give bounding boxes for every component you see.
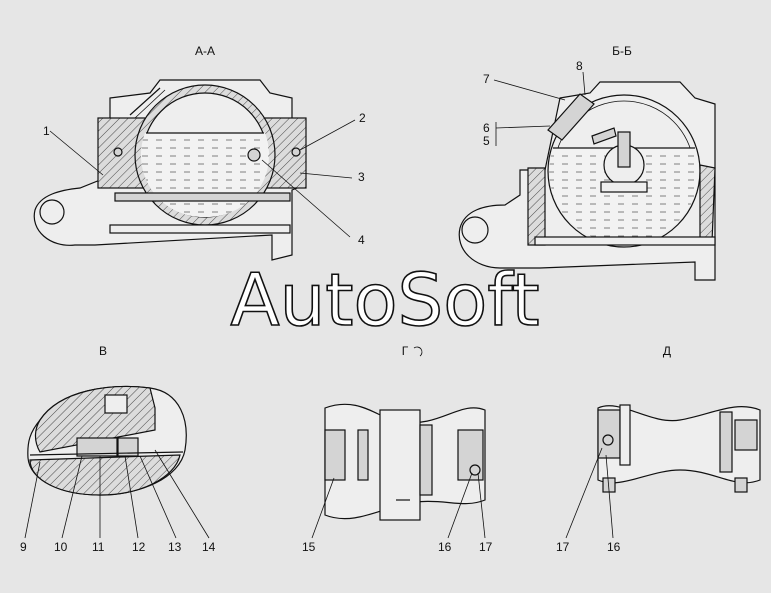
callout-15: 15 — [302, 540, 316, 554]
strap-aa — [129, 87, 161, 116]
view-title-v: В — [99, 344, 107, 358]
seal-v — [76, 437, 118, 457]
callout-1: 1 — [43, 124, 50, 138]
section-bb: Б-Б 7 8 6 5 — [458, 44, 716, 281]
callout-13: 13 — [168, 540, 182, 554]
callout-5: 5 — [483, 134, 490, 148]
mount-hole-bb — [461, 216, 489, 244]
detail-g: Г 15 16 17 — [302, 344, 493, 554]
callout-7: 7 — [483, 72, 490, 86]
view-title-d: Д — [663, 344, 671, 358]
watermark: AutoSoft — [230, 258, 539, 342]
callout-17-g: 17 — [479, 540, 493, 554]
view-title-bb: Б-Б — [612, 44, 632, 58]
detail-v: В 9 10 11 12 13 14 — [20, 344, 216, 554]
callout-17-d: 17 — [556, 540, 570, 554]
callout-9: 9 — [20, 540, 27, 554]
fluid-bb — [549, 148, 699, 244]
callout-3: 3 — [358, 170, 365, 184]
callout-12: 12 — [132, 540, 146, 554]
callout-16-d: 16 — [607, 540, 621, 554]
mount-hole-aa — [39, 199, 65, 225]
callout-6: 6 — [483, 121, 490, 135]
callout-4: 4 — [358, 233, 365, 247]
view-title-aa: А-А — [195, 44, 215, 58]
callout-14: 14 — [202, 540, 216, 554]
callout-16-g: 16 — [438, 540, 452, 554]
filler-neck-bb — [547, 93, 595, 141]
callout-2: 2 — [359, 111, 366, 125]
callout-11: 11 — [92, 540, 105, 554]
detail-d: Д 17 16 — [556, 344, 761, 554]
section-aa: А-А 1 2 3 4 — [33, 44, 366, 261]
view-title-g: Г — [402, 344, 409, 358]
callout-10: 10 — [54, 540, 68, 554]
callout-8: 8 — [576, 59, 583, 73]
